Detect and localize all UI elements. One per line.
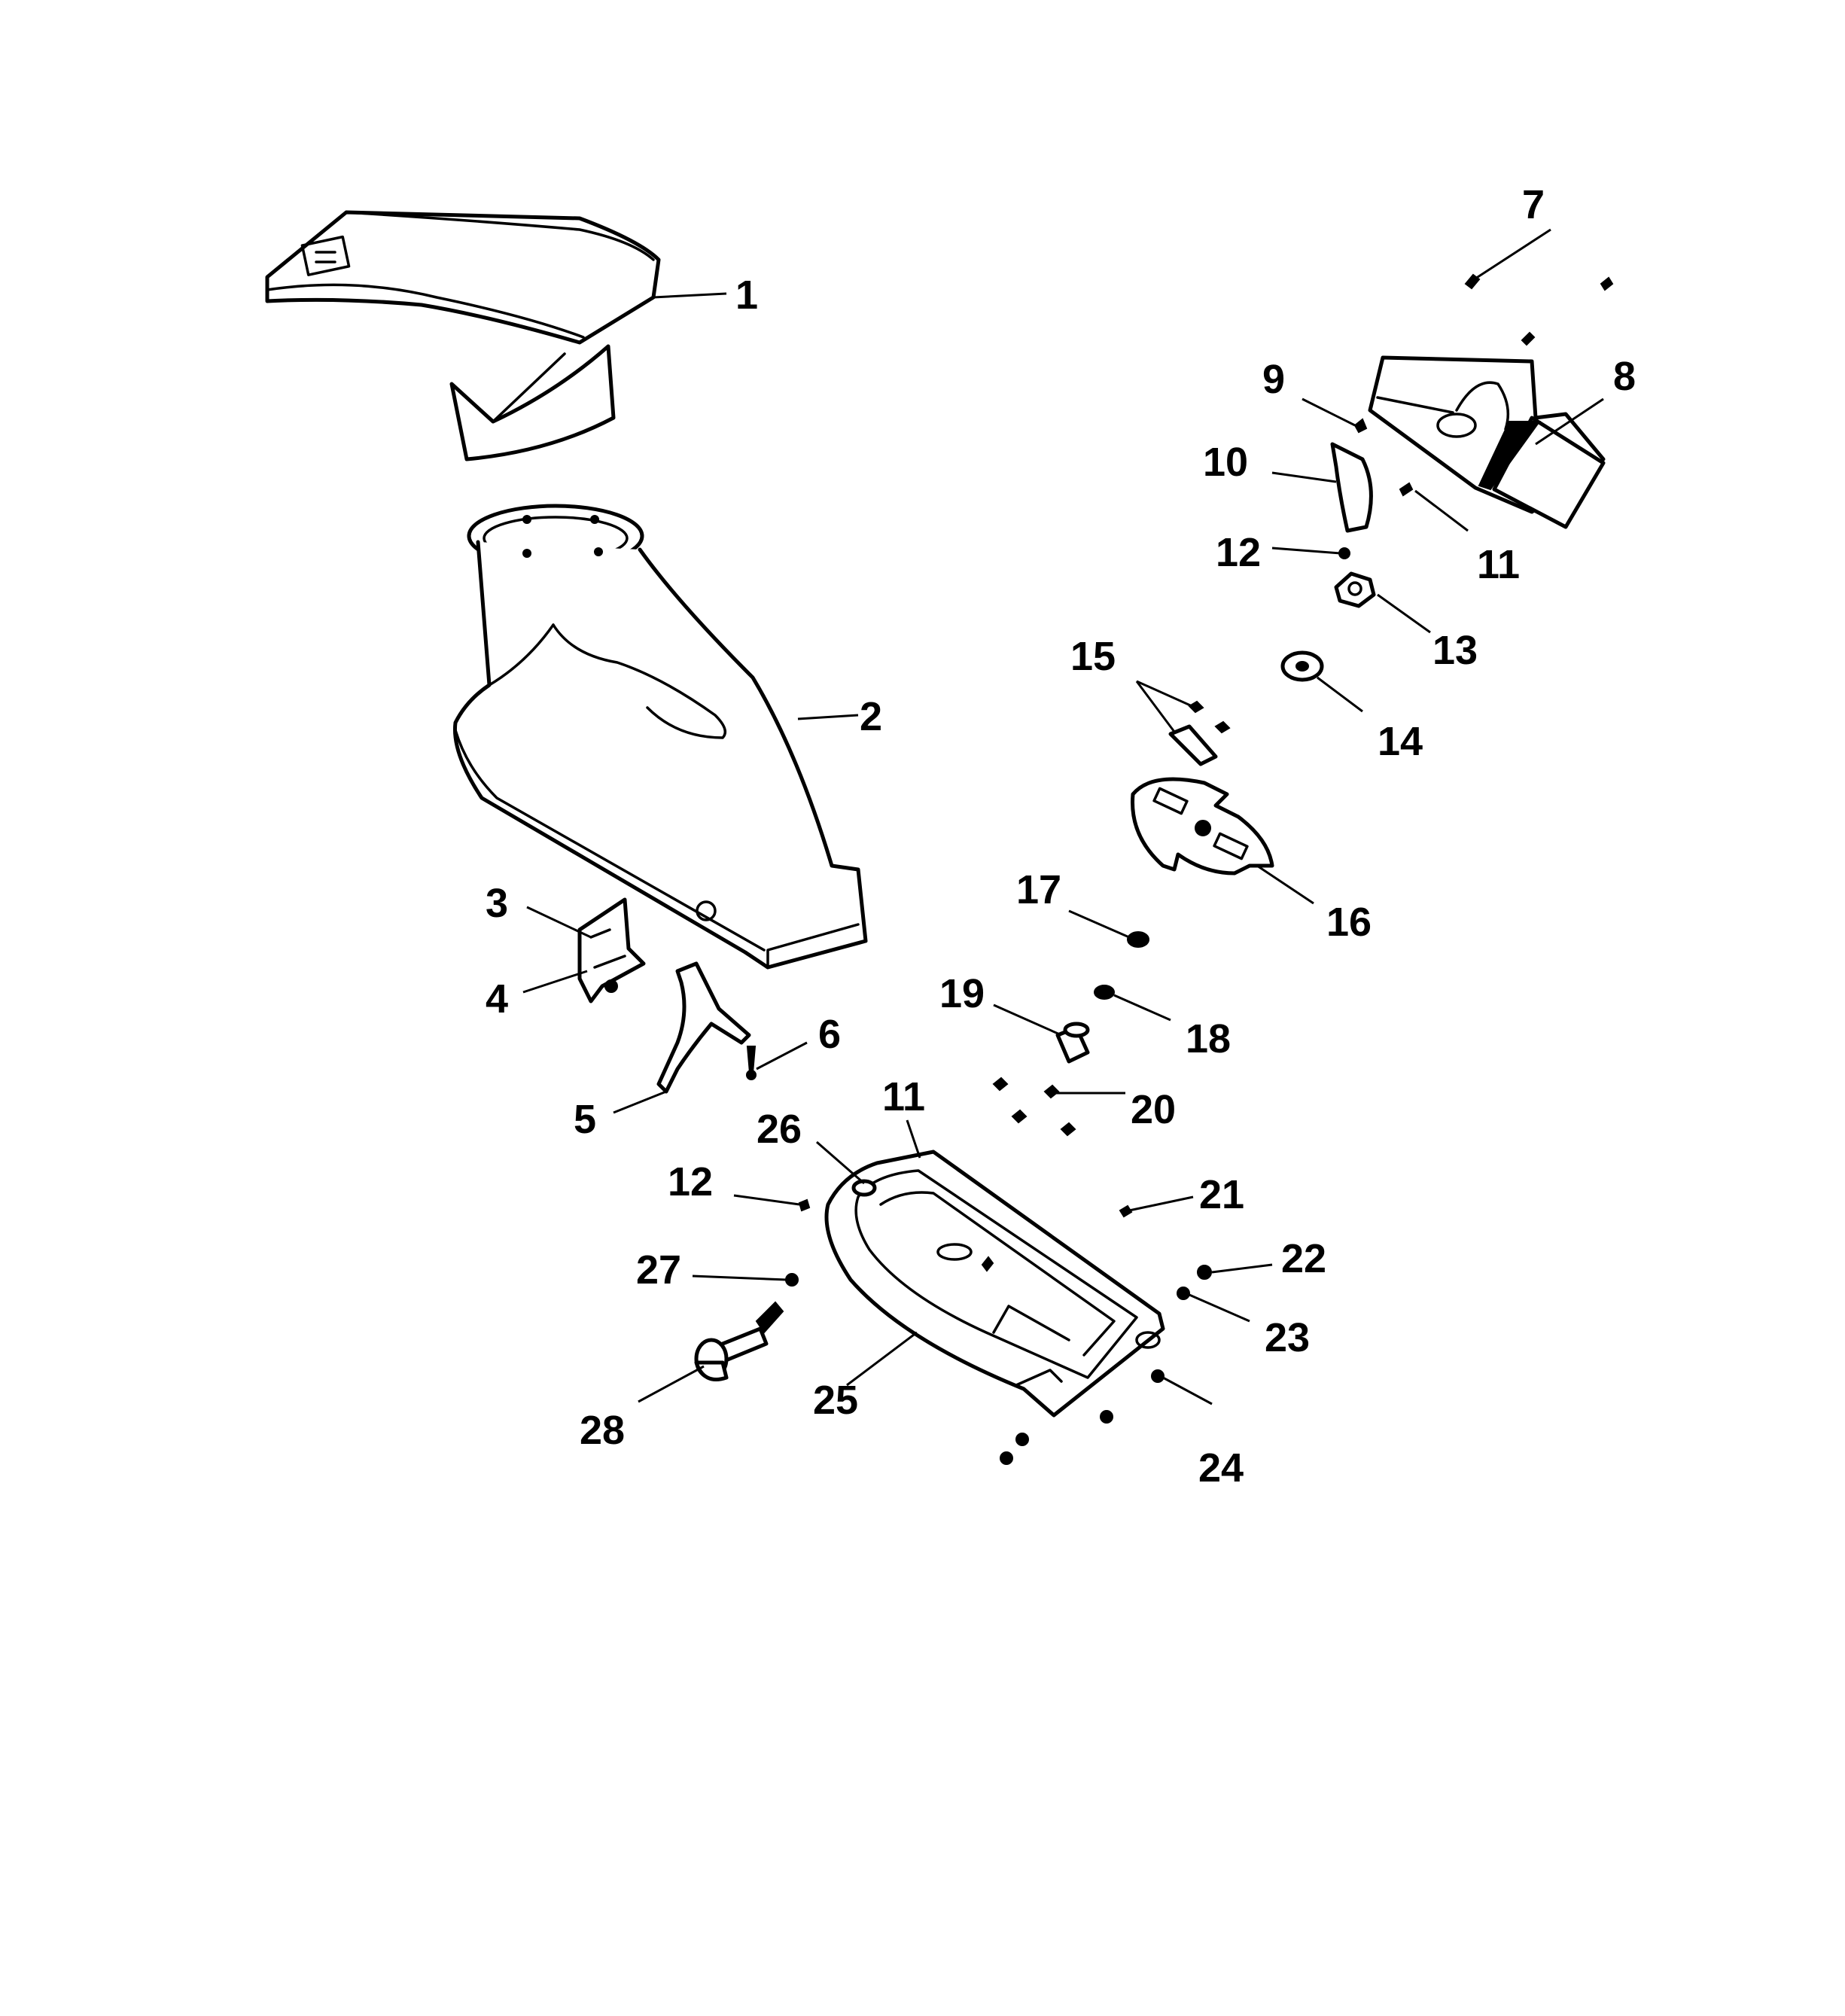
part-26-pin [851,1179,877,1197]
callout-23: 23 [1265,1315,1310,1360]
callout-24: 24 [1198,1445,1244,1491]
part-28-knob [694,1301,784,1381]
part-18-washer [1094,985,1115,1000]
callout-26: 26 [757,1107,802,1152]
callout-16: 16 [1326,900,1372,945]
callout-4: 4 [486,976,508,1022]
callout-27: 27 [636,1247,681,1293]
callout-25: 25 [813,1378,858,1423]
part-8-upper-housing [1368,355,1606,529]
part-7-screws [1464,273,1614,346]
part-25-lower-housing [824,1150,1165,1418]
part-12-nut-lower [798,1198,811,1212]
part-5-lever [656,961,751,1094]
part-19-spacer [1055,1022,1090,1064]
callout-2: 2 [860,694,882,739]
part-12-nut-upper [1338,547,1350,559]
callout-28: 28 [580,1408,625,1453]
callout-12-upper: 12 [1216,530,1261,575]
callout-18: 18 [1186,1016,1231,1061]
part-13-nut [1334,571,1376,608]
callout-1: 1 [735,273,758,318]
callout-11-lower: 11 [882,1074,925,1119]
part-14-washer [1280,650,1324,682]
part-11-screw-upper [1399,482,1414,497]
callout-5: 5 [574,1097,596,1142]
callout-12-lower: 12 [668,1159,713,1204]
callout-labels: 1 2 3 4 5 6 7 8 9 10 11 12 13 14 15 16 1… [486,182,1636,1491]
callout-19: 19 [939,971,985,1016]
part-22-nut [1197,1265,1212,1280]
part-1-chute-deflector [265,210,661,461]
leader-lines [522,228,1604,1405]
callout-11-upper: 11 [1477,542,1520,587]
callout-15: 15 [1070,634,1116,679]
callout-8: 8 [1613,354,1636,399]
callout-6: 6 [818,1012,841,1057]
part-2-discharge-chute [452,504,868,970]
part-10-guide [1330,442,1373,533]
callout-17: 17 [1016,867,1061,912]
part-23-nut [1177,1287,1190,1300]
callout-9: 9 [1262,357,1285,402]
callout-22: 22 [1281,1236,1326,1281]
callout-7: 7 [1522,182,1545,227]
part-21-screw [1119,1204,1133,1218]
callout-13: 13 [1432,628,1478,673]
callout-14: 14 [1378,719,1423,764]
part-17-bushing [1127,931,1149,948]
callout-21: 21 [1199,1172,1244,1217]
part-24-nuts [1000,1369,1165,1465]
part-16-rotor-plate [1131,777,1274,876]
part-6-screw [746,1046,757,1080]
part-3-4-bracket [577,897,646,1003]
part-15-clip [1168,700,1231,766]
part-27-nut [785,1273,799,1287]
callout-3: 3 [486,881,508,926]
callout-10: 10 [1203,440,1248,485]
part-9-screw [1353,418,1368,434]
part-20-fasteners [992,1077,1076,1137]
callout-20: 20 [1131,1087,1176,1132]
